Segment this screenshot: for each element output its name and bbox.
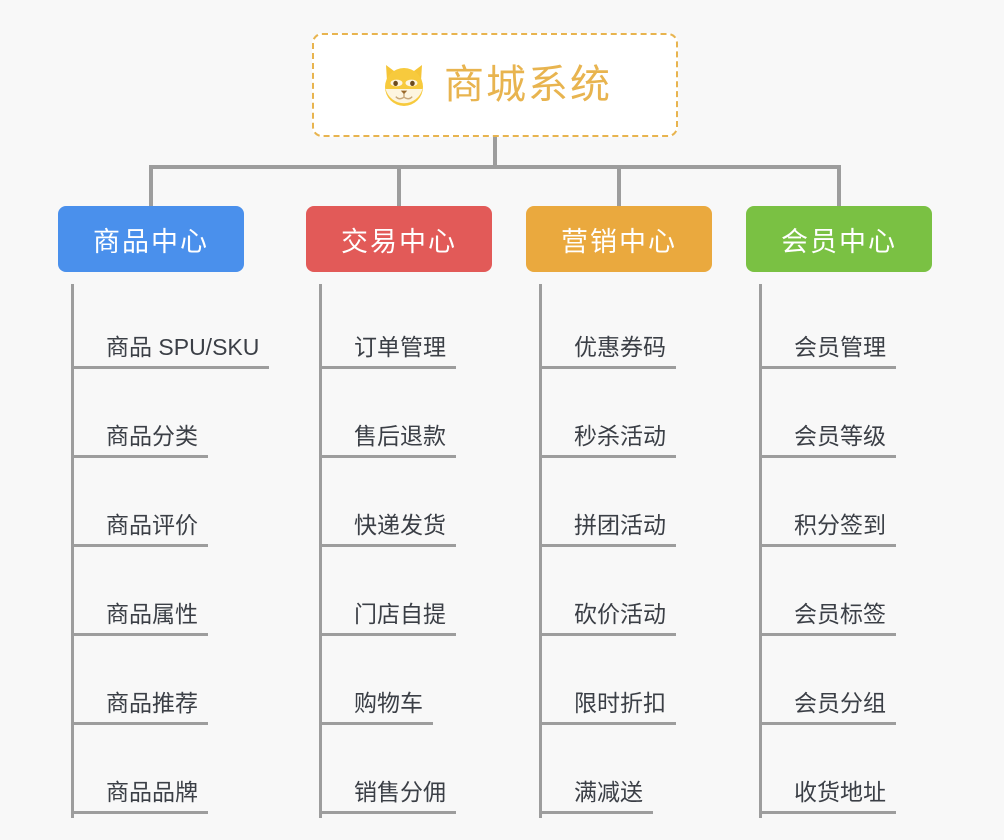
leaf-label: 快递发货 [319, 512, 456, 548]
leaf-label: 拼团活动 [539, 512, 676, 548]
category-column-1: 商品中心 商品 SPU/SKU 商品分类 商品评价 商品属性 商品推荐 商品品牌 [58, 206, 270, 818]
leaf-item[interactable]: 售后退款 [319, 373, 492, 462]
leaf-item[interactable]: 商品评价 [71, 462, 244, 551]
leaf-label: 会员等级 [759, 423, 896, 459]
leaf-item[interactable]: 门店自提 [319, 551, 492, 640]
category-header-1[interactable]: 商品中心 [58, 206, 244, 272]
category-header-3-label: 营销中心 [561, 226, 677, 257]
leaf-item[interactable]: 会员分组 [759, 640, 932, 729]
category-header-4[interactable]: 会员中心 [746, 206, 932, 272]
leaf-item[interactable]: 商品属性 [71, 551, 244, 640]
root-title: 商城系统 [444, 63, 612, 107]
leaf-label: 商品 SPU/SKU [70, 334, 270, 370]
connector-drop-2 [397, 165, 401, 206]
leaf-label: 会员管理 [759, 334, 896, 370]
leaf-list-3: 优惠券码 秒杀活动 拼团活动 砍价活动 限时折扣 满减送 [539, 284, 712, 818]
leaf-label: 秒杀活动 [539, 423, 676, 459]
leaf-label: 满减送 [539, 779, 653, 815]
leaf-item[interactable]: 销售分佣 [319, 729, 492, 818]
leaf-item[interactable]: 满减送 [539, 729, 712, 818]
leaf-label: 收货地址 [759, 779, 896, 815]
leaf-label: 会员标签 [759, 601, 896, 637]
leaf-item[interactable]: 商品推荐 [71, 640, 244, 729]
dog-face-emoji [378, 59, 430, 111]
connector-drop-3 [617, 165, 621, 206]
leaf-label: 购物车 [319, 690, 433, 726]
category-column-2: 交易中心 订单管理 售后退款 快递发货 门店自提 购物车 销售分佣 [306, 206, 492, 818]
leaf-label: 砍价活动 [539, 601, 676, 637]
leaf-list-1: 商品 SPU/SKU 商品分类 商品评价 商品属性 商品推荐 商品品牌 [70, 284, 270, 818]
leaf-item[interactable]: 商品 SPU/SKU [70, 284, 270, 373]
leaf-item[interactable]: 限时折扣 [539, 640, 712, 729]
leaf-item[interactable]: 快递发货 [319, 462, 492, 551]
leaf-item[interactable]: 秒杀活动 [539, 373, 712, 462]
leaf-label: 商品推荐 [71, 690, 208, 726]
leaf-label: 限时折扣 [539, 690, 676, 726]
category-column-4: 会员中心 会员管理 会员等级 积分签到 会员标签 会员分组 收货地址 [746, 206, 932, 818]
leaf-label: 商品属性 [71, 601, 208, 637]
category-header-4-label: 会员中心 [781, 226, 897, 257]
leaf-item[interactable]: 收货地址 [759, 729, 932, 818]
leaf-label: 商品评价 [71, 512, 208, 548]
category-column-3: 营销中心 优惠券码 秒杀活动 拼团活动 砍价活动 限时折扣 满减送 [526, 206, 712, 818]
leaf-item[interactable]: 商品分类 [71, 373, 244, 462]
leaf-item[interactable]: 优惠券码 [539, 284, 712, 373]
leaf-label: 会员分组 [759, 690, 896, 726]
leaf-label: 订单管理 [319, 334, 456, 370]
leaf-item[interactable]: 会员等级 [759, 373, 932, 462]
connector-drop-1 [149, 165, 153, 206]
leaf-item[interactable]: 订单管理 [319, 284, 492, 373]
leaf-label: 商品分类 [71, 423, 208, 459]
leaf-item[interactable]: 商品品牌 [71, 729, 244, 818]
connector-drop-4 [837, 165, 841, 206]
connector-horizontal-bus [149, 165, 841, 169]
category-header-2-label: 交易中心 [341, 226, 457, 257]
leaf-label: 门店自提 [319, 601, 456, 637]
leaf-item[interactable]: 积分签到 [759, 462, 932, 551]
leaf-list-4: 会员管理 会员等级 积分签到 会员标签 会员分组 收货地址 [759, 284, 932, 818]
leaf-label: 商品品牌 [71, 779, 208, 815]
connector-root-stem [493, 137, 497, 168]
leaf-item[interactable]: 会员管理 [759, 284, 932, 373]
leaf-label: 优惠券码 [539, 334, 676, 370]
leaf-item[interactable]: 购物车 [319, 640, 492, 729]
leaf-item[interactable]: 砍价活动 [539, 551, 712, 640]
leaf-label: 售后退款 [319, 423, 456, 459]
category-header-2[interactable]: 交易中心 [306, 206, 492, 272]
leaf-item[interactable]: 会员标签 [759, 551, 932, 640]
leaf-label: 销售分佣 [319, 779, 456, 815]
leaf-label: 积分签到 [759, 512, 896, 548]
leaf-item[interactable]: 拼团活动 [539, 462, 712, 551]
category-header-1-label: 商品中心 [93, 226, 209, 257]
root-node[interactable]: 商城系统 [312, 33, 678, 137]
category-header-3[interactable]: 营销中心 [526, 206, 712, 272]
leaf-list-2: 订单管理 售后退款 快递发货 门店自提 购物车 销售分佣 [319, 284, 492, 818]
